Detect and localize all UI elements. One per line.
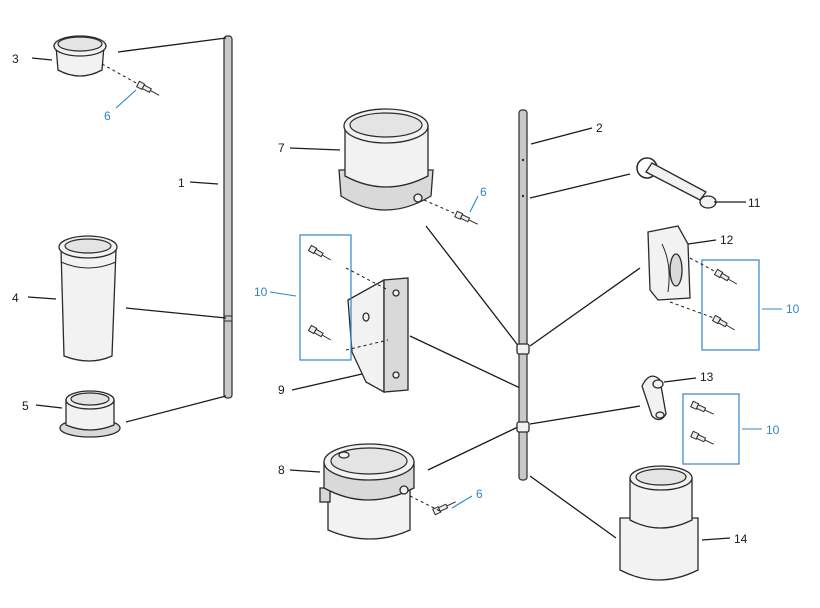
part-6-rivet-mid — [454, 210, 480, 228]
callout-2: 2 — [596, 121, 603, 135]
callout-10-right-top: 10 — [786, 302, 800, 316]
part-1-rod — [223, 35, 233, 399]
part-10-rivet-3 — [714, 268, 739, 288]
part-10-rivet-4 — [712, 314, 737, 334]
callout-6-top-left: 6 — [104, 109, 111, 123]
callout-8: 8 — [278, 463, 285, 477]
part-8-collar — [319, 443, 415, 540]
callout-4: 4 — [12, 291, 19, 305]
part-10-rivet-2 — [308, 324, 333, 344]
part-3-cap — [53, 35, 107, 77]
part-6-rivet-top-left — [136, 80, 162, 99]
callout-7: 7 — [278, 141, 285, 155]
callout-3: 3 — [12, 52, 19, 66]
part-10-rivet-6 — [690, 430, 716, 448]
callout-6-mid: 6 — [480, 185, 487, 199]
callout-10-left: 10 — [254, 285, 268, 299]
part-14-base — [619, 465, 699, 581]
callout-1: 1 — [178, 176, 185, 190]
part-2-rod — [516, 109, 530, 481]
callout-6-bottom: 6 — [476, 487, 483, 501]
part-12-clip — [647, 225, 691, 301]
callout-12: 12 — [720, 233, 734, 247]
group-box-10-right-bottom — [682, 393, 740, 465]
callout-10-right-bottom: 10 — [766, 423, 780, 437]
part-10-rivet-5 — [690, 400, 716, 418]
callout-14: 14 — [734, 532, 748, 546]
group-box-10-left — [299, 234, 352, 361]
part-13-strap — [641, 375, 667, 421]
part-7-housing — [338, 108, 434, 211]
callout-5: 5 — [22, 399, 29, 413]
part-4-tube — [58, 235, 118, 362]
part-11-pin — [636, 157, 717, 209]
callout-9: 9 — [278, 383, 285, 397]
part-10-rivet-1 — [308, 244, 333, 264]
part-5-sleeve — [59, 390, 121, 438]
callout-13: 13 — [700, 370, 714, 384]
callout-11: 11 — [748, 196, 761, 210]
group-box-10-right-top — [701, 259, 760, 351]
part-9-bracket — [347, 277, 409, 394]
